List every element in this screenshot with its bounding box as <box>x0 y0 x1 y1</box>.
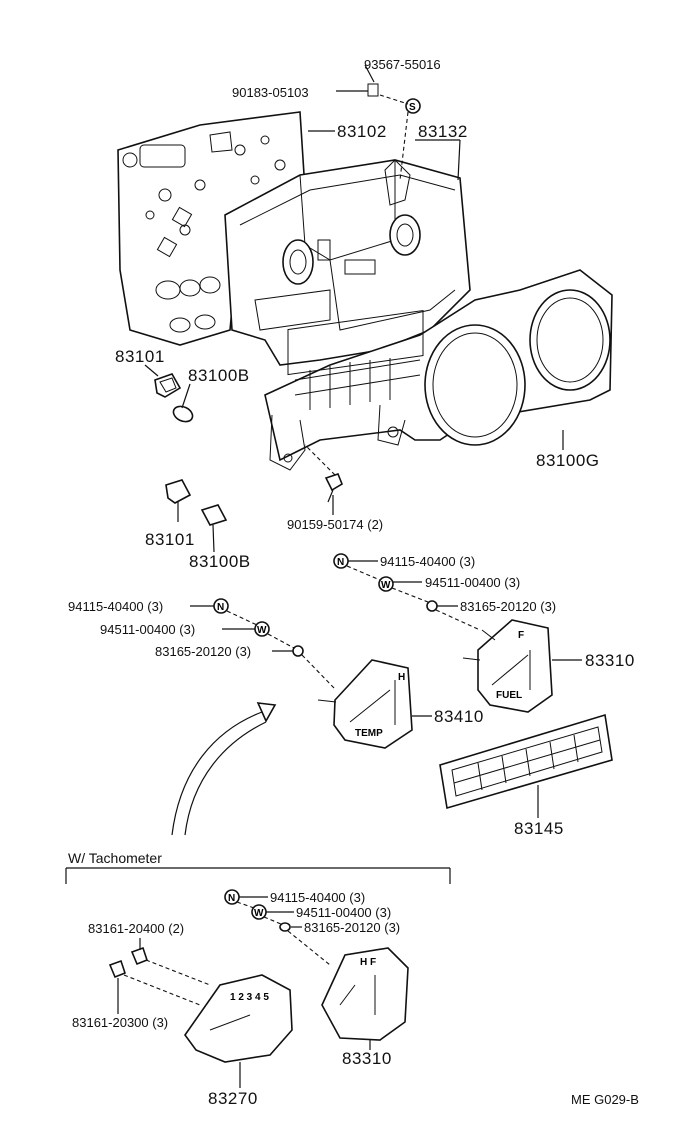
top-fasteners: S <box>336 64 421 181</box>
case-83100g <box>264 269 613 471</box>
socket-bulb-set-2 <box>165 479 228 553</box>
tacho-combo-gauge-83310: H F <box>321 947 409 1050</box>
combo-gauge-hf-marks: H F <box>360 957 376 968</box>
tacho-dial-marks: 1 2 3 4 5 <box>230 992 269 1003</box>
housing-83132 <box>224 159 471 366</box>
label-tacho-washer: 94511-00400 (3) <box>296 905 392 920</box>
label-temp-gauge: 83410 <box>434 707 484 726</box>
label-circuit-plate: 83102 <box>337 122 387 141</box>
label-bulb-2: 83100B <box>189 552 251 571</box>
svg-text:W: W <box>381 580 391 591</box>
label-screw-top: 93567-55016 <box>364 57 441 72</box>
fuel-gauge-83310: F FUEL <box>462 619 582 713</box>
screw-symbol: S <box>409 102 416 113</box>
temp-gauge-temp-mark: TEMP <box>355 728 383 739</box>
tacho-fasteners: N W <box>108 889 331 1014</box>
tachometer-83270: 1 2 3 4 5 <box>184 974 293 1088</box>
section-title-tachometer: W/ Tachometer <box>68 850 162 866</box>
label-screw-mid: 90159-50174 (2) <box>287 517 384 532</box>
label-fuel-nut: 94115-40400 (3) <box>380 554 476 569</box>
label-grille: 83145 <box>514 819 564 838</box>
mid-screw <box>304 444 343 515</box>
temp-gauge-83410: H TEMP <box>317 659 432 749</box>
label-tacho-screw-a: 83161-20400 (2) <box>88 921 185 936</box>
label-temp-washer: 94511-00400 (3) <box>100 622 196 637</box>
socket-bulb-set-1 <box>144 364 194 423</box>
label-socket-2: 83101 <box>145 530 195 549</box>
label-clip: 90183-05103 <box>232 85 309 100</box>
temp-gauge-h-mark: H <box>398 672 405 683</box>
temp-gauge-fasteners: N W <box>190 598 337 691</box>
svg-text:N: N <box>337 557 344 568</box>
svg-text:W: W <box>254 908 264 919</box>
label-temp-nut: 94115-40400 (3) <box>68 599 164 614</box>
label-case: 83100G <box>536 451 600 470</box>
svg-text:W: W <box>257 625 267 636</box>
label-tacho-nut: 94115-40400 (3) <box>270 890 366 905</box>
fuel-gauge-fuel-mark: FUEL <box>496 690 522 701</box>
fuel-gauge-f-mark: F <box>518 630 524 641</box>
label-socket-1: 83101 <box>115 347 165 366</box>
label-fuel-insulator: 83165-20120 (3) <box>460 599 557 614</box>
label-fuel-washer: 94511-00400 (3) <box>425 575 521 590</box>
label-housing: 83132 <box>418 122 468 141</box>
fuel-gauge-fasteners: N W <box>333 553 481 631</box>
label-tacho-insulator: 83165-20120 (3) <box>304 920 401 935</box>
circuit-plate-83102 <box>117 111 306 346</box>
svg-text:N: N <box>217 602 224 613</box>
label-tachometer: 83270 <box>208 1089 258 1108</box>
label-fuel-gauge: 83310 <box>585 651 635 670</box>
label-tacho-combo-gauge: 83310 <box>342 1049 392 1068</box>
label-tacho-screw-b: 83161-20300 (3) <box>72 1015 169 1030</box>
tachometer-section-bracket <box>65 867 451 884</box>
assembly-arrow <box>171 702 277 836</box>
label-temp-insulator: 83165-20120 (3) <box>155 644 252 659</box>
svg-text:N: N <box>228 893 235 904</box>
grille-83145 <box>439 713 613 818</box>
label-bulb-1: 83100B <box>188 366 250 385</box>
drawing-code: ME G029-B <box>571 1092 639 1107</box>
